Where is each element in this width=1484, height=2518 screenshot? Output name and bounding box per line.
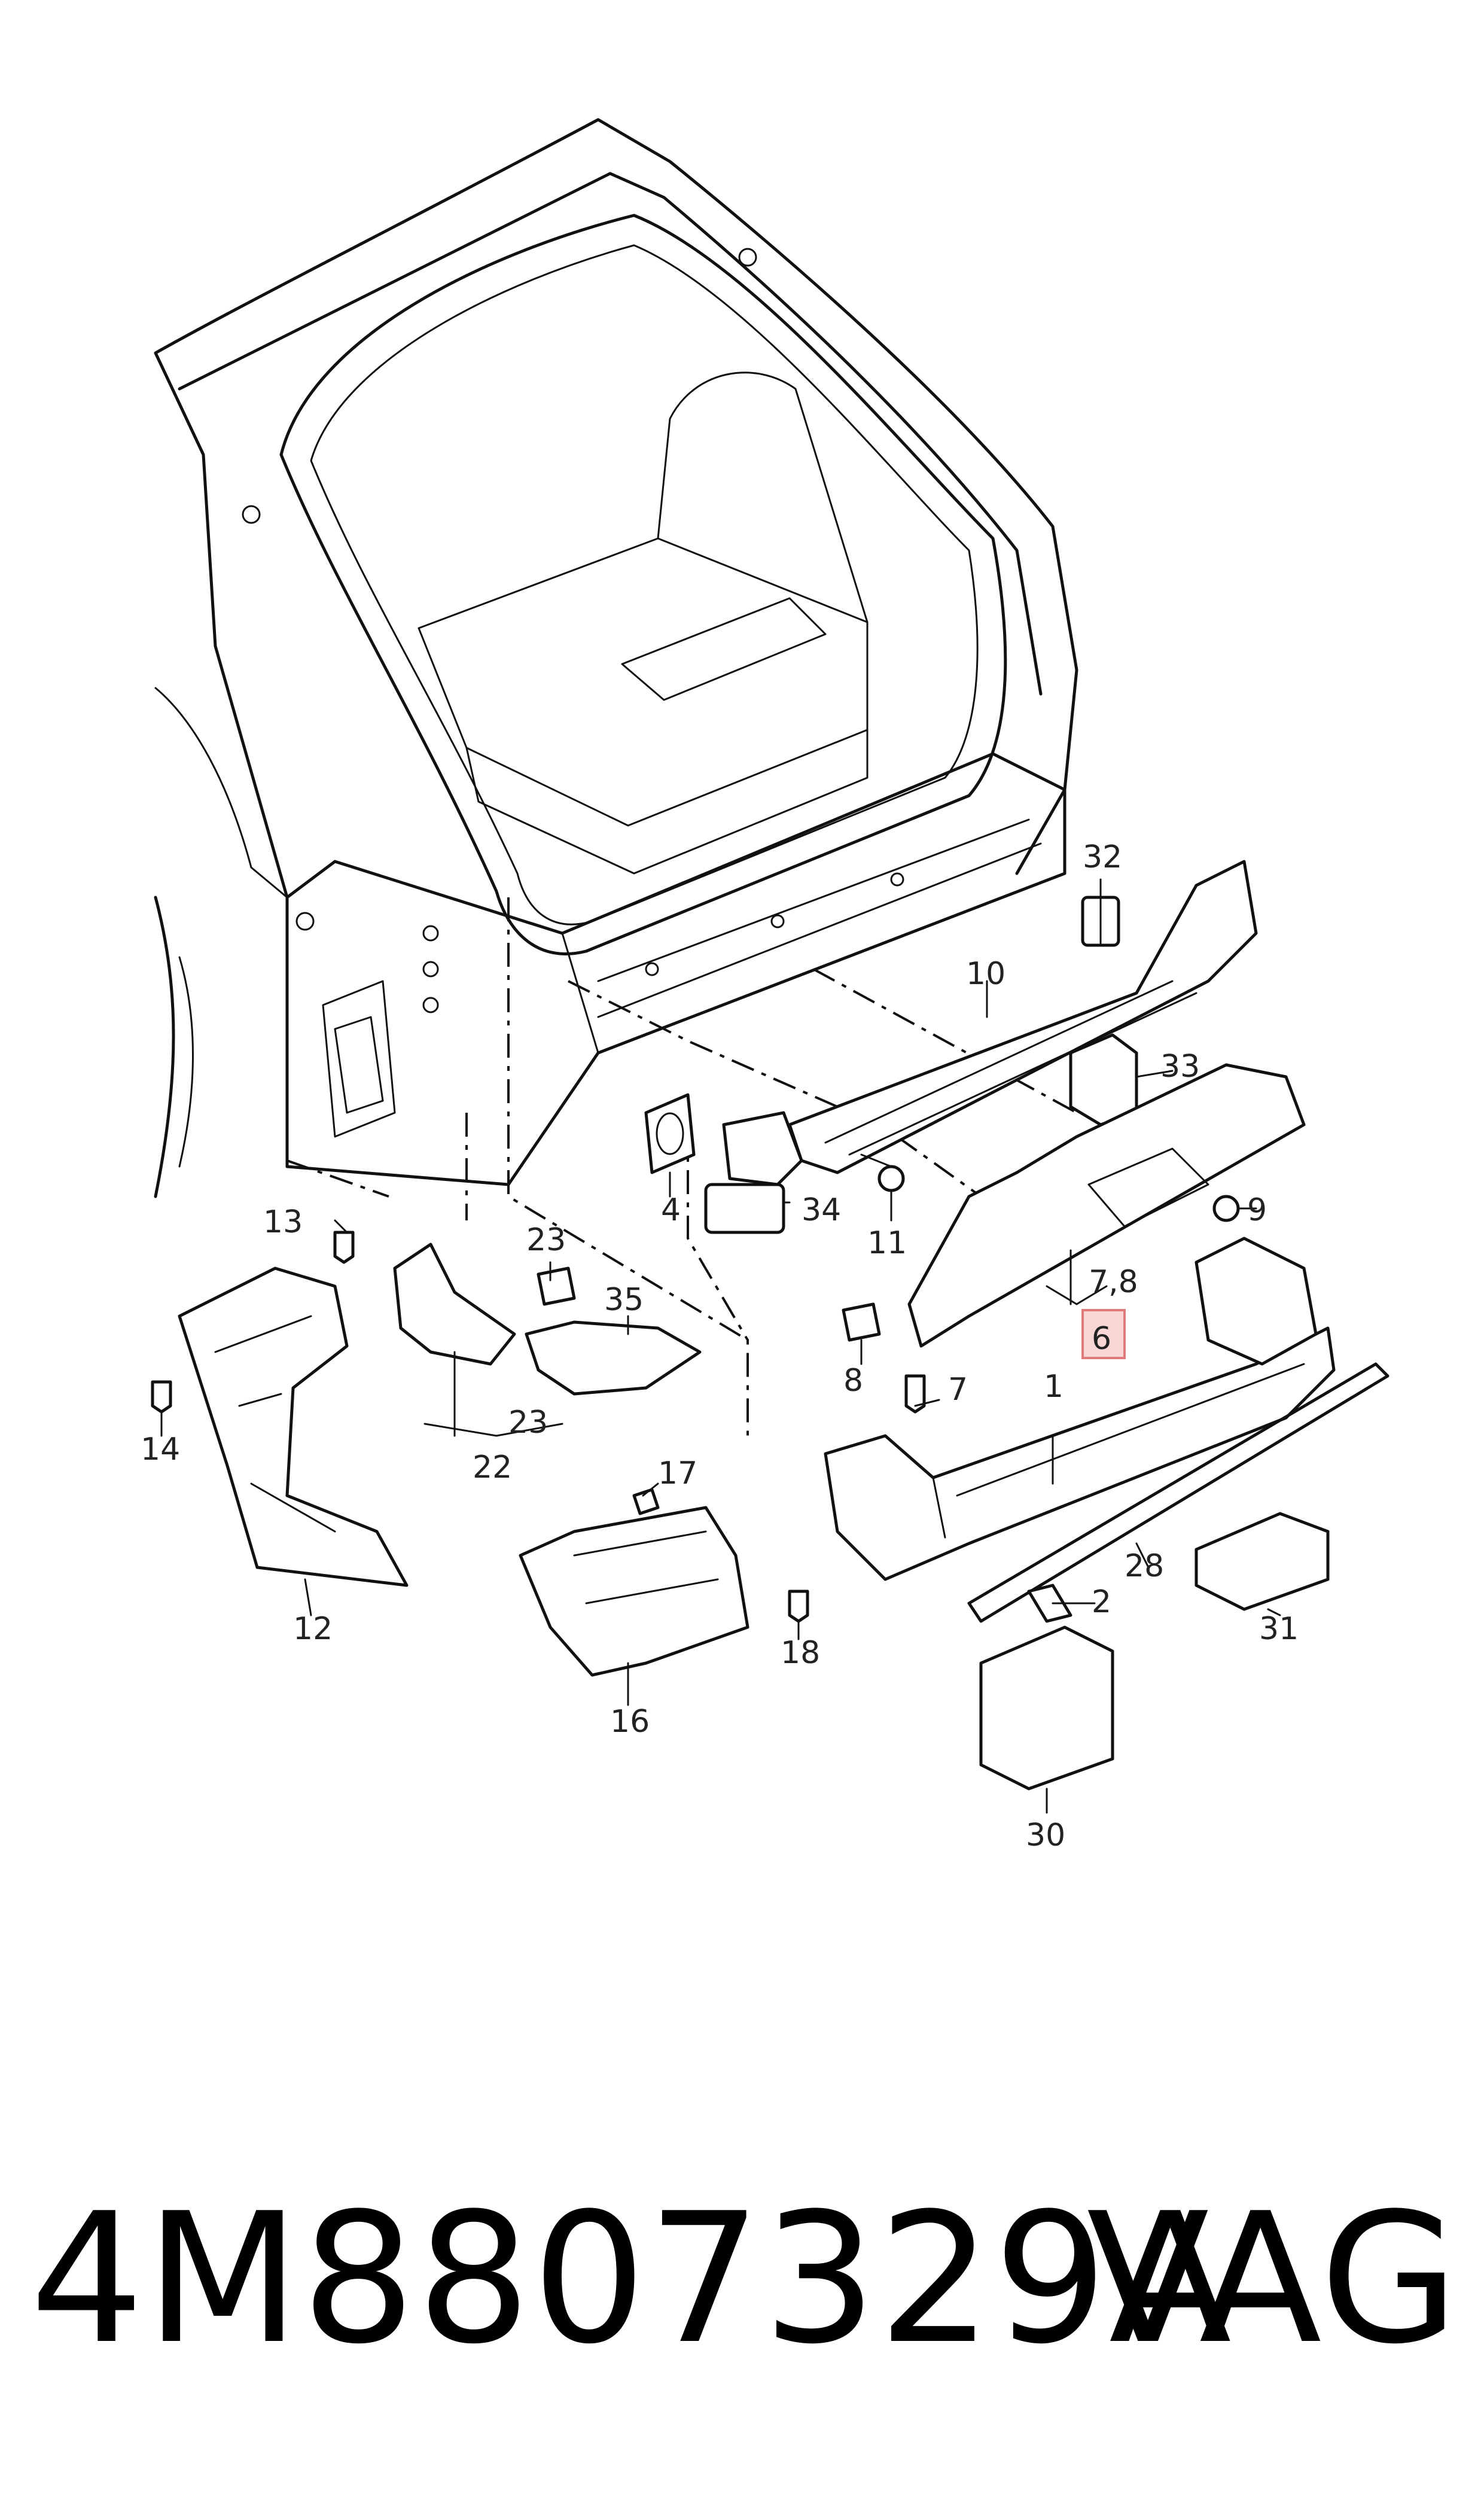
callout-1: 1 — [1044, 1369, 1064, 1405]
part-35-bracket — [525, 1320, 702, 1396]
part-14-screw — [151, 1380, 172, 1414]
callout-30: 30 — [1026, 1817, 1065, 1853]
part-7-screw — [904, 1374, 926, 1414]
callout-labels: 1 2 4 6 7 7,8 8 9 10 11 12 13 14 16 17 1… — [141, 839, 1299, 1853]
callout-78: 7,8 — [1089, 1264, 1138, 1300]
callout-35: 35 — [604, 1282, 644, 1318]
callout-33: 33 — [1160, 1049, 1200, 1085]
callout-23a: 23 — [526, 1222, 566, 1258]
part-22-bracket — [393, 1243, 516, 1366]
callout-23b: 23 — [508, 1405, 548, 1441]
part-10-left-mount — [722, 1111, 803, 1186]
callout-9: 9 — [1247, 1192, 1267, 1228]
callout-22: 22 — [473, 1450, 512, 1485]
callout-7: 7 — [948, 1372, 968, 1408]
callout-4: 4 — [661, 1192, 681, 1228]
callout-34: 34 — [802, 1192, 841, 1228]
part-number: 4M8807329A — [30, 2175, 1233, 2383]
part-30-duct — [979, 1625, 1114, 1791]
callout-8: 8 — [843, 1363, 863, 1399]
callout-13: 13 — [263, 1204, 303, 1240]
callout-31: 31 — [1259, 1611, 1299, 1647]
part-23-clip — [537, 1266, 576, 1306]
part-31-cover — [1194, 1512, 1330, 1611]
part-34-module — [704, 1183, 785, 1234]
part-28-strip — [967, 1362, 1389, 1623]
part-17-clip — [632, 1488, 660, 1515]
part-9-nut — [1212, 1195, 1240, 1222]
callout-12: 12 — [293, 1611, 333, 1647]
callout-18: 18 — [781, 1635, 820, 1671]
callout-17: 17 — [658, 1456, 697, 1491]
part-16-lower-bracket — [519, 1506, 749, 1677]
highlight-part-6 — [1081, 1309, 1126, 1359]
part-11-nut — [877, 1165, 905, 1192]
callout-32: 32 — [1083, 839, 1122, 875]
part-8-clip — [842, 1302, 881, 1342]
callout-2: 2 — [1092, 1584, 1111, 1620]
part-2-bolt — [1027, 1584, 1072, 1623]
callout-6: 6 — [1092, 1321, 1111, 1357]
callout-28: 28 — [1125, 1548, 1164, 1584]
callout-leaders — [160, 878, 1281, 1814]
part-1-bumper-carrier — [824, 1326, 1336, 1581]
part-12-side-bracket — [178, 1266, 409, 1587]
callout-11: 11 — [867, 1225, 907, 1261]
part-10-guide-bracket — [788, 860, 1258, 1174]
part-13-screw — [333, 1231, 355, 1264]
callout-14: 14 — [141, 1432, 180, 1467]
exploded-parts-diagram: 1 2 4 6 7 7,8 8 9 10 11 12 13 14 16 17 1… — [141, 118, 1389, 1853]
part-4-grommet — [644, 1093, 696, 1174]
assembly-leader-lines — [286, 897, 1077, 1436]
vehicle-rear-body — [154, 118, 1078, 1198]
part-18-screw — [788, 1590, 809, 1623]
callout-16: 16 — [610, 1704, 650, 1740]
part-1-right-crash-box — [1194, 1237, 1318, 1366]
callout-10: 10 — [966, 956, 1005, 992]
brand-name: VAG — [1086, 2175, 1460, 2383]
